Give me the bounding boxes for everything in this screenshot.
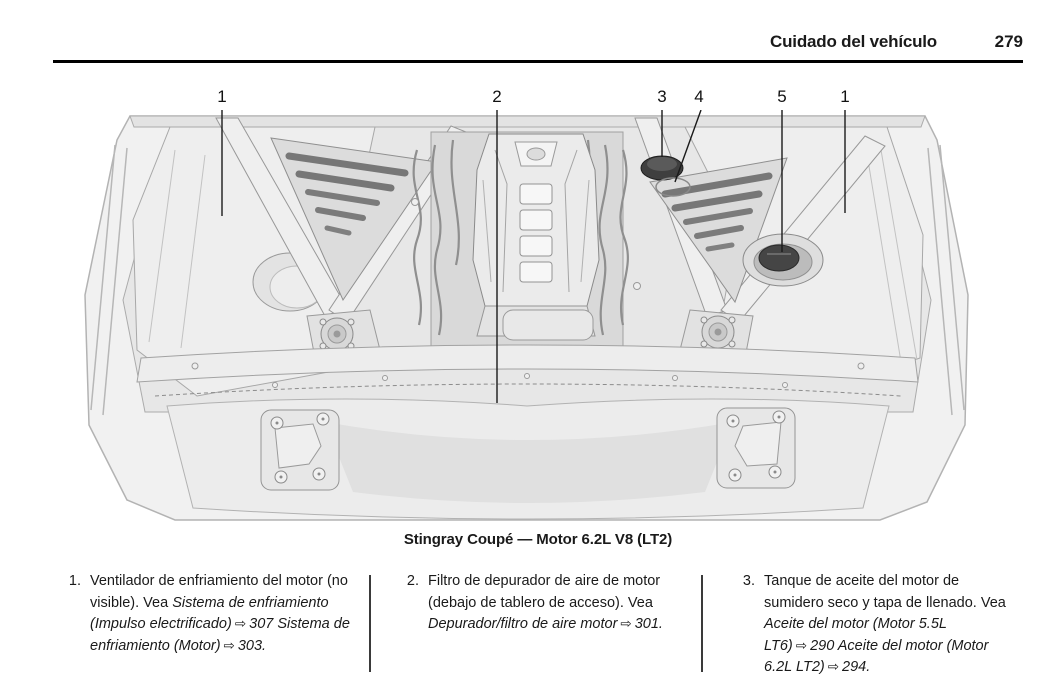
legend-item-text: Filtro de depurador de aire de motor (de… — [428, 571, 693, 636]
callout-number-1: 1 — [217, 87, 227, 106]
legend-item-number: 2. — [406, 573, 419, 589]
cross-reference: Depurador/filtro de aire motor — [428, 616, 618, 632]
oil-fill-cap — [640, 155, 691, 197]
callout-number-4: 4 — [694, 87, 704, 106]
legend-item-number: 3. — [742, 573, 755, 589]
engine-bay-illustration — [84, 110, 969, 521]
legend-item-number: 1. — [68, 573, 81, 589]
left-vent — [270, 137, 438, 302]
left-suspension-mount — [306, 309, 381, 359]
cross-reference: Aceite del motor (Motor 5.5L LT6) — [764, 616, 947, 654]
cross-reference: 301. — [634, 616, 663, 632]
trunk-cover-panel — [166, 398, 890, 520]
legend: 1. Ventilador de enfriamiento del motor (… — [53, 571, 1023, 679]
callout-number-5: 5 — [777, 87, 787, 106]
engine-bay-figure: 1 2 3 4 5 1 — [53, 87, 1023, 535]
legend-text: Filtro de depurador de aire de motor (de… — [428, 573, 661, 611]
header-rule — [53, 60, 1023, 63]
right-suspension-mount — [679, 309, 754, 359]
page-number: 279 — [994, 32, 1023, 51]
legend-item-1: 1. Ventilador de enfriamiento del motor (… — [53, 571, 369, 657]
rear-bulkhead — [136, 344, 919, 383]
page-reference-arrow-icon: ⇨ — [223, 637, 235, 654]
legend-column-divider — [701, 575, 703, 672]
page-reference-arrow-icon: ⇨ — [827, 659, 840, 675]
legend-item-2: 2. Filtro de depurador de aire de motor (… — [371, 571, 701, 636]
section-title: Cuidado del vehículo — [770, 32, 937, 51]
legend-item-text: Ventilador de enfriamiento del motor (no… — [90, 571, 359, 657]
cross-reference: 294. — [842, 659, 871, 675]
cross-reference: 290 Aceite del motor (Motor 6.2L LT2) — [764, 637, 989, 676]
callout-number-1: 1 — [840, 87, 850, 106]
air-filter-access-panel — [502, 309, 594, 341]
page-reference-arrow-icon: ⇨ — [234, 616, 247, 632]
legend-item-3: 3. Tanque de aceite del motor de sumidero… — [703, 571, 1021, 679]
legend-text: Ventilador de enfriamiento del motor (no… — [90, 573, 348, 611]
leader-lines — [221, 110, 846, 403]
legend-column-divider — [369, 575, 371, 672]
figure-caption: Stingray Coupé — Motor 6.2L V8 (LT2) — [403, 531, 673, 548]
page-reference-arrow-icon: ⇨ — [620, 616, 632, 632]
cross-reference: Sistema de enfriamiento (Impulso electri… — [90, 594, 329, 633]
callout-number-2: 2 — [492, 87, 502, 106]
cross-reference: 307 Sistema de enfriamiento (Motor) — [90, 616, 350, 654]
cross-reference: 303. — [237, 637, 267, 654]
legend-item-text: Tanque de aceite del motor de sumidero s… — [764, 571, 1019, 679]
right-hinge-plate — [716, 407, 796, 489]
legend-text: Tanque de aceite del motor de sumidero s… — [764, 573, 1006, 611]
leader-line-4 — [674, 110, 702, 183]
page-reference-arrow-icon: ⇨ — [795, 637, 808, 654]
oil-tank-cap — [742, 233, 824, 287]
callout-number-3: 3 — [657, 87, 667, 106]
left-hinge-plate — [260, 409, 340, 491]
intake-manifold-cover — [472, 133, 600, 337]
